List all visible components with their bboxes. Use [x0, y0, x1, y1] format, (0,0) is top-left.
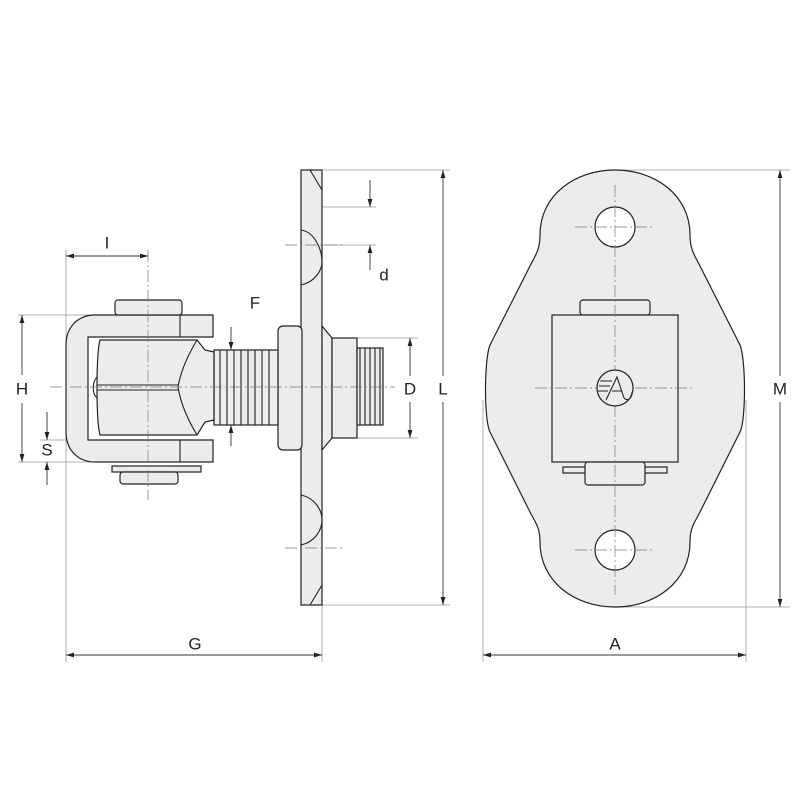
hinge-eye	[96, 339, 215, 436]
plate-boss	[277, 325, 303, 451]
dim-label-G: G	[188, 634, 201, 653]
dim-label-L: L	[438, 379, 447, 398]
dim-label-A: A	[609, 634, 621, 653]
side-view: I H S F d D L G	[16, 169, 450, 662]
u-bracket	[65, 314, 214, 463]
dim-label-H: H	[16, 379, 28, 398]
hex-nut	[331, 337, 358, 439]
front-view: M A	[482, 169, 790, 662]
dim-label-S: S	[41, 440, 52, 459]
dim-label-M: M	[773, 379, 787, 398]
threaded-shank	[213, 349, 279, 426]
dim-label-F: F	[250, 293, 260, 312]
pin-top	[114, 299, 183, 316]
brand-logo	[596, 369, 634, 407]
pin-bottom	[119, 471, 179, 485]
dim-label-I: I	[105, 233, 110, 252]
dim-label-d: d	[379, 265, 388, 284]
dim-label-D: D	[404, 379, 416, 398]
washer	[111, 465, 202, 473]
